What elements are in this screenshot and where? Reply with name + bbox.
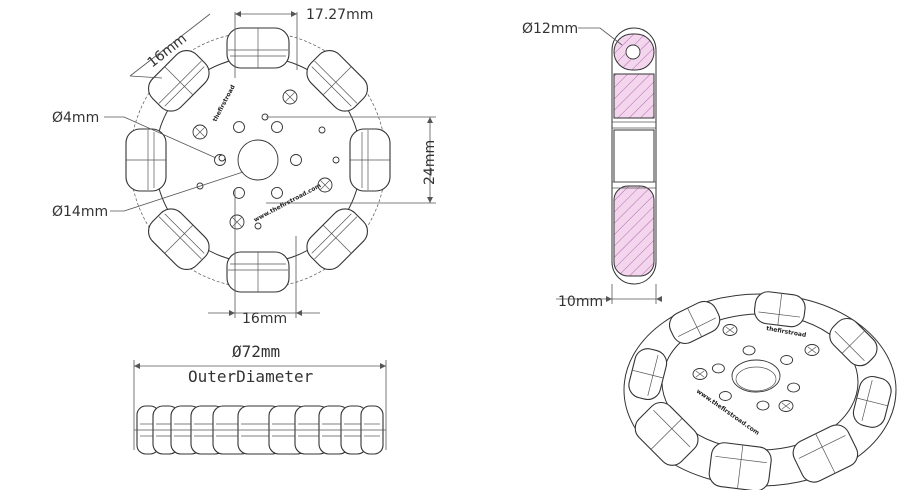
iso-hole (756, 400, 770, 411)
roller (125, 128, 167, 192)
hub-section-upper (613, 73, 655, 119)
center-bore-section (613, 129, 655, 183)
iso-roller (628, 348, 668, 401)
dim-small-hole: Ø4mm (52, 110, 217, 159)
screw-icon (778, 400, 794, 412)
iso-hole (780, 355, 794, 365)
mounting-hole (233, 121, 245, 134)
dim-hole-spacing-horizontal: 16mm (208, 190, 320, 327)
label-center-hole: Ø14mm (52, 204, 108, 220)
dim-roller-diameter: Ø12mm (522, 21, 623, 46)
isometric-view: thefirstroad www.thefirstroad.com (623, 291, 897, 490)
iso-roller (668, 300, 721, 345)
brand-mark-front: thefirstroad (212, 84, 237, 123)
screw-icon (282, 89, 298, 105)
iso-roller (792, 424, 859, 483)
screw-icon (804, 344, 820, 356)
mounting-hole (290, 154, 302, 166)
side-profile-outline (611, 27, 657, 285)
roller (349, 128, 391, 192)
dim-roller-width: 17.27mm (234, 7, 373, 78)
brand-mark-iso: thefirstroad (766, 325, 807, 339)
screw-icon (229, 214, 245, 230)
iso-center-hole (731, 359, 781, 393)
front-rollers (125, 27, 391, 293)
iso-roller (852, 375, 892, 428)
screw-icon (317, 177, 333, 193)
roller (226, 251, 290, 293)
side-section-view (611, 27, 657, 285)
label-small-hole: Ø4mm (52, 110, 99, 126)
iso-roller (753, 291, 806, 328)
hub-section-lower (613, 185, 655, 277)
dim-wheel-thickness: 10mm (556, 284, 662, 310)
iso-hole (787, 382, 801, 393)
small-hole (318, 126, 326, 134)
bottom-side-view: Ø72mm OuterDiameter (133, 342, 387, 455)
iso-roller (708, 442, 772, 490)
iso-hole (711, 363, 725, 374)
center-hole (237, 139, 279, 181)
iso-mounting-holes (692, 324, 820, 412)
small-hole (254, 222, 262, 230)
iso-roller (634, 401, 699, 466)
label-roller-width: 17.27mm (306, 7, 373, 23)
roller (306, 49, 369, 112)
mounting-holes (196, 113, 340, 230)
label-outer-diameter: Ø72mm (232, 342, 280, 361)
iso-rollers (628, 291, 892, 490)
roller-axle-hole (625, 44, 641, 60)
iso-hole (718, 391, 732, 401)
dim-hole-spacing-vertical: 24mm (266, 116, 438, 204)
roller (306, 208, 369, 271)
small-hole (218, 154, 226, 162)
iso-hole (742, 345, 756, 356)
label-outer-diameter-caption: OuterDiameter (188, 367, 314, 386)
label-hole-spacing-vertical: 24mm (422, 140, 438, 185)
mounting-hole (271, 121, 283, 134)
dim-center-hole: Ø14mm (52, 171, 244, 220)
roller (147, 49, 210, 112)
label-roller-diameter: Ø12mm (522, 21, 578, 37)
side-rollers (134, 405, 386, 455)
screw-icon (192, 124, 208, 140)
roller (147, 208, 210, 271)
roller (226, 27, 290, 69)
label-hole-spacing-horizontal: 16mm (242, 311, 287, 327)
screw-icon (722, 324, 738, 336)
iso-roller (829, 317, 878, 367)
small-hole (332, 156, 340, 164)
screw-icon (692, 368, 708, 380)
front-view: thefirstroad www.thefirstroad.com (125, 27, 391, 293)
mounting-hole (233, 186, 245, 199)
mounting-hole (271, 186, 283, 199)
label-wheel-thickness: 10mm (558, 294, 603, 310)
